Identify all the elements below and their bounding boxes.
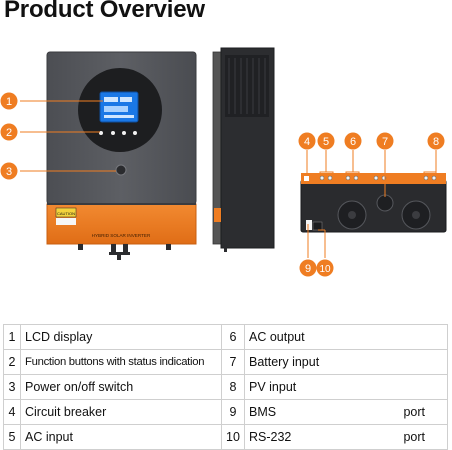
callout-4: 4 [298,132,316,150]
legend-number: 10 [221,424,245,450]
table-row: 3 Power on/off switch 8 PV input [3,374,448,400]
legend-number: 6 [221,324,245,350]
legend-number: 9 [221,399,245,425]
legend-label: AC input [20,424,222,450]
legend-number: 7 [221,349,245,375]
callout-number: 3 [6,166,12,178]
legend-suffix: port [403,430,425,444]
inverter-side-view [212,47,275,252]
legend-label: LCD display [20,324,222,350]
callout-number: 1 [6,96,12,108]
table-row: 2 Function buttons with status indicatio… [3,349,448,375]
legend-number: 1 [3,324,21,350]
table-row: 1 LCD display 6 AC output [3,324,448,350]
legend-table: 1 LCD display 6 AC output 2 Function but… [3,324,448,450]
legend-label: Circuit breaker [20,399,222,425]
inverter-bottom-view [300,173,447,233]
legend-number: 3 [3,374,21,400]
legend-label-cell: AC output [244,324,448,350]
callout-8: 8 [427,132,445,150]
lcd-display [99,91,139,123]
callout-3: 3 [0,162,18,180]
callout-2: 2 [0,123,18,141]
legend-number: 2 [3,349,21,375]
legend-number: 4 [3,399,21,425]
legend-label: BMS [249,405,277,419]
callout-number: 4 [304,136,310,148]
legend-label: PV input [249,380,297,394]
inverter-front-view: CAUTION HYBRID SOLAR INVERTER [46,51,197,260]
power-switch [115,164,127,176]
legend-label: AC output [249,330,305,344]
callout-number: 9 [305,263,311,275]
caution-label: CAUTION [55,207,77,225]
legend-label: Power on/off switch [20,374,222,400]
callout-9: 9 [299,259,317,277]
legend-label: RS-232 [249,430,292,444]
callout-5: 5 [317,132,335,150]
page-title: Product Overview [4,0,205,23]
table-row: 4 Circuit breaker 9 BMS port [3,399,448,425]
legend-label-cell: PV input [244,374,448,400]
legend-label-cell: BMS port [244,399,448,425]
callout-number: 7 [382,136,388,148]
table-row: 5 AC input 10 RS-232 port [3,424,448,450]
product-illustration: CAUTION HYBRID SOLAR INVERTER [0,40,452,305]
callout-number: 6 [350,136,356,148]
callout-6: 6 [344,132,362,150]
callout-number: 10 [319,264,331,275]
callout-leaders [20,100,437,258]
panel-label: HYBRID SOLAR INVERTER [92,233,151,238]
legend-label-cell: Battery input [244,349,448,375]
callout-number: 8 [433,136,439,148]
callout-7: 7 [376,132,394,150]
callout-10: 10 [316,259,334,277]
legend-label: Battery input [249,355,320,369]
legend-suffix: port [403,405,425,419]
legend-number: 5 [3,424,21,450]
legend-label-cell: RS-232 port [244,424,448,450]
legend-label: Function buttons with status indication [20,349,222,375]
bottom-cable-glands [78,244,171,260]
callout-number: 5 [323,136,329,148]
callout-1: 1 [0,92,18,110]
cooling-fans [337,194,431,230]
legend-number: 8 [221,374,245,400]
caution-text: CAUTION [57,211,75,216]
callout-badges: 1 2 3 4 5 6 7 8 [0,92,445,277]
callout-number: 2 [6,127,12,139]
